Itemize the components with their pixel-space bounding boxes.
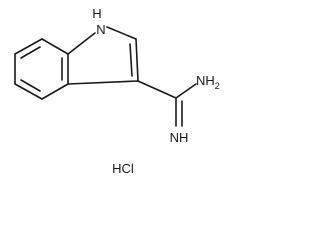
indole-nh-hydrogen-label: H xyxy=(92,6,101,21)
amine-label: NH2 xyxy=(196,73,220,91)
chemical-structure: H N NH2 NH HCl xyxy=(14,6,220,176)
amine-label-base: NH xyxy=(196,73,215,88)
pyrrole-ring xyxy=(67,26,139,85)
benzene-ring xyxy=(14,38,69,100)
bond-n1-c2 xyxy=(106,26,137,40)
bond-c3-camidine xyxy=(137,80,177,99)
bond-c7a-n1 xyxy=(67,32,96,55)
bond-c7a-c7 xyxy=(41,38,69,55)
amine-label-subscript: 2 xyxy=(215,81,220,91)
imine-label: NH xyxy=(170,130,189,145)
bond-c3-c3a xyxy=(67,80,139,85)
hcl-salt-label: HCl xyxy=(112,161,134,176)
double-bond-c7-c6 xyxy=(20,46,41,59)
double-bond-c5-c4 xyxy=(20,79,41,92)
bond-camidine-nh2 xyxy=(175,83,197,99)
bond-c5-c4 xyxy=(14,83,43,100)
indole-nitrogen-label: N xyxy=(96,22,105,37)
double-bond-c2-c3 xyxy=(129,43,133,77)
bond-c4-c3a xyxy=(41,83,69,100)
bond-c2-c3 xyxy=(135,38,139,82)
amidine-group xyxy=(137,80,197,127)
bond-c7-c6 xyxy=(14,38,43,55)
